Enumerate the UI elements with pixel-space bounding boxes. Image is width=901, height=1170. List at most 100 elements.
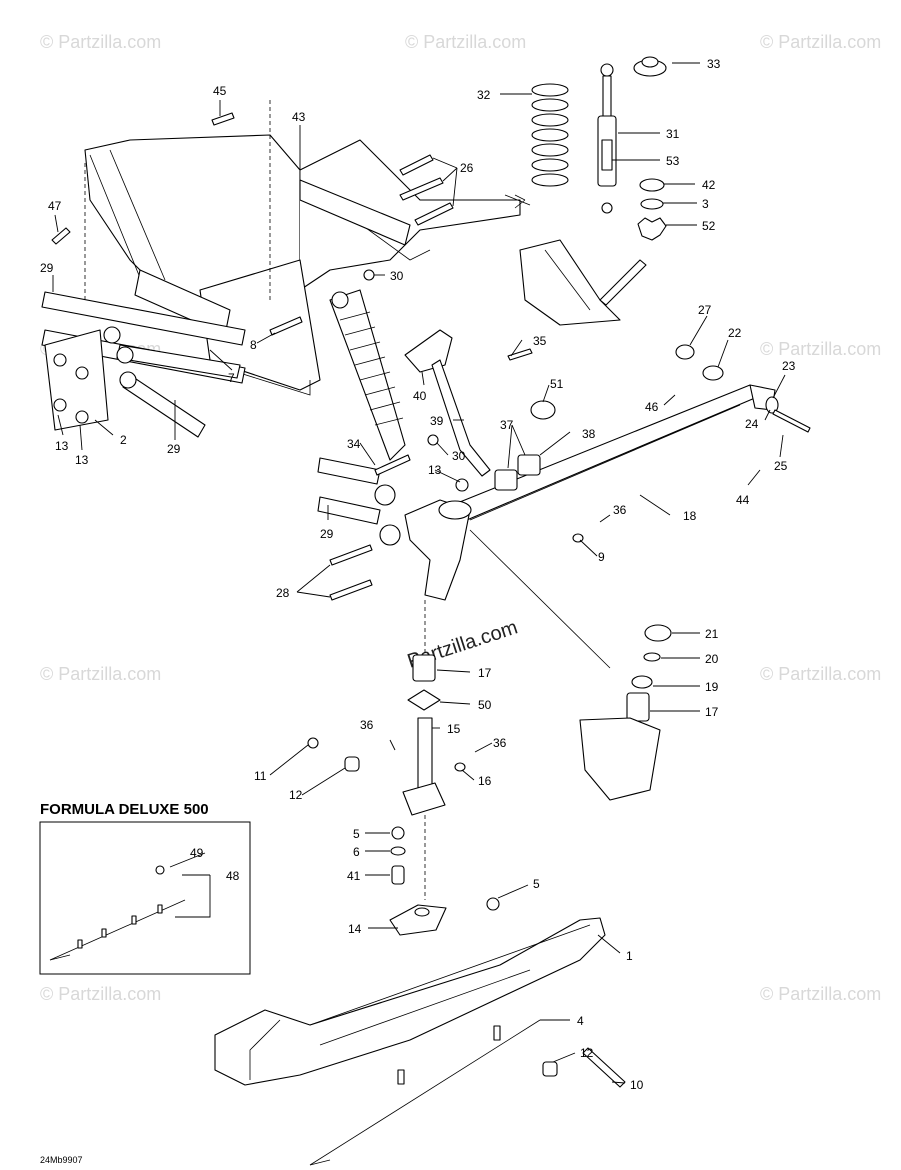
label-part-27: 27 [698, 303, 712, 317]
label-part-38: 38 [582, 427, 596, 441]
cap-51 [530, 400, 556, 420]
frame-chassis [84, 100, 531, 396]
label-part-30b: 30 [452, 449, 466, 463]
label-part-18: 18 [683, 509, 697, 523]
label-part-53: 53 [666, 154, 680, 168]
spindle-housing [404, 499, 472, 601]
label-part-13c: 13 [428, 463, 442, 477]
label-part-5: 5 [353, 827, 360, 841]
label-part-40: 40 [413, 389, 427, 403]
label-part-16: 16 [478, 774, 492, 788]
label-part-31: 31 [666, 127, 680, 141]
label-part-29c: 29 [320, 527, 334, 541]
label-part-17: 17 [478, 666, 492, 680]
label-part-28: 28 [276, 586, 290, 600]
label-part-22: 22 [728, 326, 742, 340]
label-part-10: 10 [630, 1078, 644, 1092]
label-part-19: 19 [705, 680, 719, 694]
label-part-5b: 5 [533, 877, 540, 891]
label-part-29b: 29 [167, 442, 181, 456]
label-part-47: 47 [48, 199, 62, 213]
ring-3 [640, 198, 664, 210]
adjuster-52 [637, 217, 667, 241]
label-part-1: 1 [626, 949, 633, 963]
label-part-32: 32 [477, 88, 491, 102]
watermark-text: © Partzilla.com [40, 984, 161, 1004]
label-part-36a: 36 [613, 503, 627, 517]
spacer-22 [702, 365, 724, 381]
rear-linkage-bracket [519, 239, 647, 326]
clamp-37-38 [494, 454, 541, 491]
label-part-15: 15 [447, 722, 461, 736]
watermark-text: © Partzilla.com [760, 664, 881, 684]
label-part-36b: 36 [360, 718, 374, 732]
label-part-42: 42 [702, 178, 716, 192]
bolt-25 [772, 409, 811, 433]
shock-31 [597, 63, 617, 214]
inset-box: FORMULA DELUXE 500 [39, 801, 251, 975]
label-part-24: 24 [745, 417, 759, 431]
label-part-9: 9 [598, 550, 605, 564]
cap-33 [633, 56, 667, 77]
watermark-text: © Partzilla.com [760, 339, 881, 359]
label-part-44: 44 [736, 493, 750, 507]
washer-42 [639, 178, 665, 192]
label-part-11: 11 [254, 769, 267, 783]
label-part-30a: 30 [390, 269, 404, 283]
label-part-20: 20 [705, 652, 719, 666]
label-part-7: 7 [228, 371, 235, 385]
center-shock-absorber [329, 289, 406, 461]
label-part-46: 46 [645, 400, 659, 414]
watermark-text: © Partzilla.com [760, 32, 881, 52]
label-part-12b: 12 [580, 1046, 594, 1060]
spindle-components [402, 600, 446, 900]
label-part-29a: 29 [40, 261, 54, 275]
washer-27 [675, 344, 695, 360]
label-part-14: 14 [348, 922, 362, 936]
label-part-39: 39 [430, 414, 444, 428]
label-part-36c: 36 [493, 736, 507, 750]
label-part-3: 3 [702, 197, 709, 211]
bolts [51, 112, 626, 1088]
watermark-text: © Partzilla.com [40, 664, 161, 684]
label-part-2: 2 [120, 433, 127, 447]
label-part-6: 6 [353, 845, 360, 859]
label-part-26: 26 [460, 161, 474, 175]
steering-bar-18 [439, 384, 776, 526]
label-part-13b: 13 [75, 453, 89, 467]
coil-spring [531, 83, 569, 187]
label-part-50: 50 [478, 698, 492, 712]
knuckle-detail [469, 529, 672, 801]
label-part-21: 21 [705, 627, 719, 641]
watermark-text: © Partzilla.com [405, 32, 526, 52]
label-part-41: 41 [347, 869, 361, 883]
label-part-17b: 17 [705, 705, 719, 719]
label-part-48: 48 [226, 869, 240, 883]
label-part-37: 37 [500, 418, 514, 432]
label-part-8: 8 [250, 338, 257, 352]
label-part-51: 51 [550, 377, 564, 391]
watermark-text: © Partzilla.com [760, 984, 881, 1004]
steering-arm-40 [404, 329, 491, 477]
watermark-text: © Partzilla.com [40, 32, 161, 52]
label-part-52: 52 [702, 219, 716, 233]
label-part-45: 45 [213, 84, 227, 98]
label-part-4: 4 [577, 1014, 584, 1028]
leader-lines [52, 62, 786, 1084]
ski [214, 904, 606, 1166]
label-part-34: 34 [347, 437, 361, 451]
label-part-35: 35 [533, 334, 547, 348]
diagram-code: 24Mb9907 [40, 1155, 83, 1165]
label-part-33: 33 [707, 57, 721, 71]
label-part-13a: 13 [55, 439, 69, 453]
label-part-43: 43 [292, 110, 306, 124]
label-part-49: 49 [190, 846, 204, 860]
left-bracket-plate [44, 326, 137, 431]
label-part-12: 12 [289, 788, 303, 802]
inset-title: FORMULA DELUXE 500 [40, 801, 209, 818]
part-labels: 1 2 3 4 5 5 6 7 8 9 10 11 12 12 13 13 13… [40, 57, 796, 1092]
label-part-23: 23 [782, 359, 796, 373]
label-part-25: 25 [774, 459, 788, 473]
washer-23 [765, 396, 779, 414]
